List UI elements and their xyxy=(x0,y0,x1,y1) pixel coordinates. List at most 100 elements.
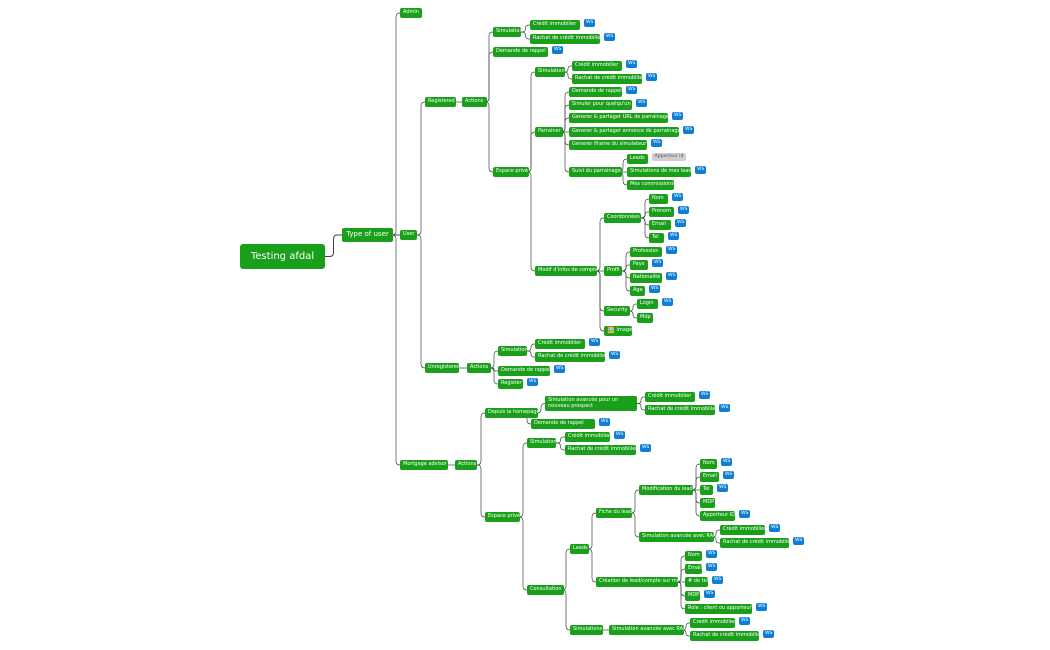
node-leads-s[interactable]: Leads xyxy=(627,154,648,164)
node-label: # de tel xyxy=(688,578,708,585)
node-user[interactable]: User xyxy=(400,230,417,240)
node-ml-tel[interactable]: Tel xyxy=(700,485,713,495)
node-p-iframe[interactable]: Generer iframe du simulateur xyxy=(569,140,647,150)
node-creation[interactable]: Création de lead/compte sur mc xyxy=(596,577,678,587)
node-fiche[interactable]: Fiche du lead xyxy=(596,508,632,518)
node-ml-mdp[interactable]: MDP xyxy=(700,498,715,508)
node-c-prenom[interactable]: Prenom xyxy=(649,207,674,217)
node-label: Actions xyxy=(458,461,477,468)
node-consultation[interactable]: Consultation xyxy=(527,585,564,595)
node-modif-lead[interactable]: Modification du lead xyxy=(639,485,693,495)
node-s-mdp[interactable]: Mdp xyxy=(637,313,653,323)
node-label: Actions xyxy=(470,364,489,371)
node-espace-r[interactable]: Espace privé xyxy=(493,167,529,177)
node-ml-email[interactable]: Email xyxy=(700,472,719,482)
node-root[interactable]: Testing afdal xyxy=(240,244,325,269)
node-simleads[interactable]: Simulations de mes leads xyxy=(627,167,691,177)
node-image[interactable]: 🖼️Image xyxy=(604,326,632,336)
connector-cr_role xyxy=(676,581,686,610)
connector-simavancee xyxy=(536,403,546,414)
node-pr-age[interactable]: Age xyxy=(630,286,645,296)
ws-tag: WS xyxy=(626,86,638,94)
node-registered[interactable]: Registered xyxy=(425,97,456,107)
node-p-simuler[interactable]: Simuler pour quelqu'un xyxy=(569,100,632,110)
node-cr-tel[interactable]: # de tel xyxy=(685,577,708,587)
node-rachat-c[interactable]: Rachat de crédit immobilier xyxy=(690,631,759,641)
ws-tag: WS xyxy=(721,458,733,466)
connector-simulation_m xyxy=(518,442,528,518)
node-credit-m[interactable]: Crédit immobilier xyxy=(565,432,610,442)
node-credit-f[interactable]: Crédit immobilier xyxy=(720,525,765,535)
node-suivi[interactable]: Suivi du parrainage xyxy=(569,167,622,177)
node-c-email[interactable]: Email xyxy=(649,220,671,230)
node-simulation-m[interactable]: Simulation xyxy=(527,438,556,448)
node-credit-h[interactable]: Crédit immobilier xyxy=(645,392,695,402)
node-ml-apporteur[interactable]: Apporteur ID xyxy=(700,511,735,521)
node-label: Simulation avancée avec RAF xyxy=(612,626,684,633)
node-homepage[interactable]: Depuis la homepage xyxy=(485,408,538,418)
node-rachat-m[interactable]: Rachat de crédit immobilier xyxy=(565,445,636,455)
node-unregistered[interactable]: Unregistered xyxy=(425,363,459,373)
node-label: Demande de rappel xyxy=(501,367,550,374)
connector-pr_pays xyxy=(622,264,630,272)
node-simulation-r[interactable]: Simulation xyxy=(493,27,521,37)
ws-tag: WS xyxy=(651,139,663,147)
connector-pr_age xyxy=(621,270,631,292)
node-rappel-r[interactable]: Demande de rappel xyxy=(493,47,548,57)
node-c-tel[interactable]: Tel xyxy=(649,233,664,243)
node-simulations-c[interactable]: Simulations xyxy=(570,625,603,635)
node-p-url[interactable]: Generer & partager URL de parrainage xyxy=(569,113,668,123)
node-rappel-h[interactable]: Demande de rappel xyxy=(531,419,595,429)
node-type[interactable]: Type of user xyxy=(342,228,393,242)
node-cr-role[interactable]: Role : client ou apporteur xyxy=(685,604,752,614)
node-rachat-h[interactable]: Rachat de crédit immobilier xyxy=(645,405,715,415)
node-actions-r[interactable]: Actions xyxy=(462,97,487,107)
node-p-annonce[interactable]: Generer & partager annonce de parrainage xyxy=(569,127,679,137)
node-rachat-e[interactable]: Rachat de crédit immobilier xyxy=(572,74,642,84)
node-ml-nom[interactable]: Nom xyxy=(700,459,717,469)
node-actions-m[interactable]: Actions xyxy=(455,460,477,470)
node-rachat-r[interactable]: Rachat de crédit immobilier xyxy=(530,34,600,44)
node-rachat-u[interactable]: Rachat de crédit immobilier xyxy=(535,352,605,362)
connector-simulations_c xyxy=(561,589,571,631)
node-leads-m[interactable]: Leads xyxy=(570,544,589,554)
node-pr-pays[interactable]: Pays xyxy=(630,260,648,270)
node-cr-mdp[interactable]: MDP xyxy=(685,591,700,601)
node-s-login[interactable]: Login xyxy=(637,299,658,309)
node-rachat-f[interactable]: Rachat de crédit immobilier xyxy=(720,538,789,548)
node-commissions[interactable]: Mes commissions xyxy=(627,180,674,190)
node-credit-e[interactable]: Crédit immobilier xyxy=(572,61,622,71)
node-espace-m[interactable]: Espace privé xyxy=(485,512,520,522)
node-simraf2[interactable]: Simulation avancée avec RAF xyxy=(609,625,684,635)
node-credit-r[interactable]: Crédit immobilier xyxy=(530,20,580,30)
node-modif[interactable]: Modif d'infos de compte xyxy=(535,266,597,276)
node-cr-email[interactable]: Email xyxy=(685,564,702,574)
node-profil[interactable]: Profil xyxy=(604,266,622,276)
node-label: Crédit immobilier xyxy=(575,62,619,69)
node-admin[interactable]: Admin xyxy=(400,8,422,18)
node-rappel-u[interactable]: Demande de rappel xyxy=(498,366,550,376)
connector-mortgage xyxy=(391,234,417,466)
node-credit-u[interactable]: Crédit immobilier xyxy=(535,339,585,349)
node-label: Nom xyxy=(688,552,700,559)
node-c-nom[interactable]: Nom xyxy=(649,194,668,204)
node-simraf[interactable]: Simulation avancée avec RAF xyxy=(639,532,714,542)
node-cr-nom[interactable]: Nom xyxy=(685,551,702,561)
node-simulation-e[interactable]: Simulation xyxy=(535,67,565,77)
node-simulation-u[interactable]: Simulation xyxy=(498,346,527,356)
node-coord[interactable]: Coordonnées xyxy=(604,213,641,223)
node-security[interactable]: Security xyxy=(604,306,630,316)
node-label: Demande de rappel xyxy=(572,88,622,95)
node-register-u[interactable]: Register xyxy=(498,379,523,389)
node-p-rappel[interactable]: Demande de rappel xyxy=(569,87,622,97)
node-actions-u[interactable]: Actions xyxy=(467,363,491,373)
node-pr-nat[interactable]: Nationalité xyxy=(630,273,662,283)
node-label: Mortgage advisor xyxy=(403,461,447,468)
node-mortgage[interactable]: Mortgage advisor xyxy=(400,460,448,470)
ws-tag: WS xyxy=(739,617,751,625)
node-credit-c[interactable]: Crédit immobilier xyxy=(690,618,735,628)
node-pr-profession[interactable]: Profession xyxy=(630,247,662,257)
node-simavancee[interactable]: Simulation avancée pour un nouveau prosp… xyxy=(545,396,637,411)
node-parrainer[interactable]: Parrainer xyxy=(535,127,563,137)
